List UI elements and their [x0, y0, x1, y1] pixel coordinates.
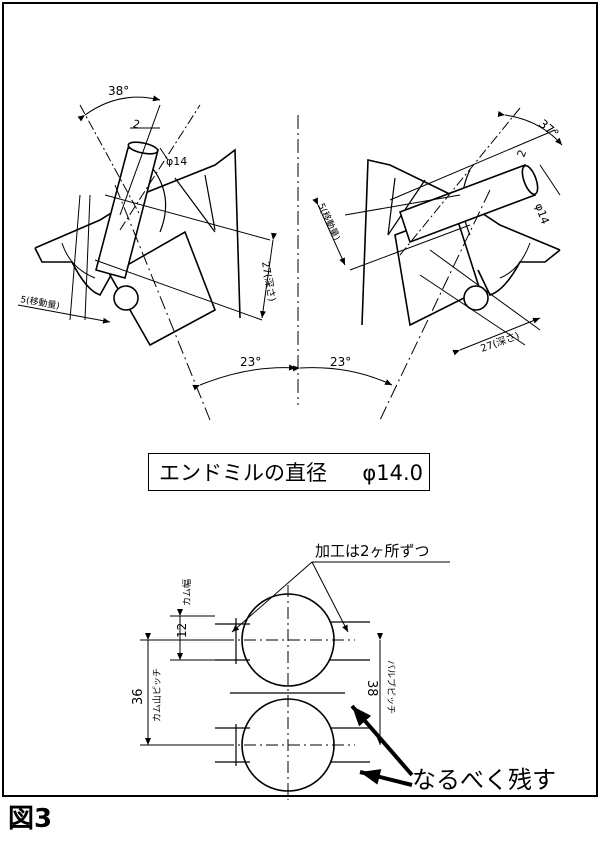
- valve-view: [140, 561, 450, 800]
- right-angle-label: 37°: [536, 117, 561, 141]
- valve-pitch-value: 38: [364, 680, 379, 697]
- endmill-diameter-box: エンドミルの直径 φ14.0: [148, 453, 430, 491]
- cam-width-label: カム幅: [181, 579, 193, 606]
- machining-note: 加工は2ヶ所ずつ: [315, 542, 430, 560]
- right-diameter-label: φ14: [532, 202, 551, 226]
- right-depth-label: 27(深さ): [479, 330, 521, 355]
- endmill-diameter-label: エンドミルの直径: [159, 461, 327, 485]
- drawing-frame: [2, 2, 598, 797]
- leave-note: なるべく残す: [412, 766, 556, 794]
- left-endmill: [95, 141, 160, 279]
- left-offset-label: 2: [132, 117, 142, 131]
- tilt-right-label: 23°: [330, 355, 351, 369]
- figure-label: 図3: [8, 804, 53, 834]
- cam-pitch-label: カム山ピッチ: [152, 668, 163, 722]
- right-endmill: [398, 163, 539, 244]
- cam-width-value: 12: [175, 623, 189, 638]
- tilt-left-label: 23°: [240, 355, 261, 369]
- left-diameter-label: φ14: [166, 155, 187, 168]
- cam-pitch-value: 36: [131, 688, 146, 705]
- left-angle-label: 38°: [108, 84, 129, 98]
- valve-pitch-label: バルブピッチ: [385, 660, 397, 714]
- right-move-label: 5(移動量): [315, 201, 343, 242]
- endmill-diameter-value: φ14.0: [362, 461, 423, 485]
- left-depth-label: 27(深さ): [259, 260, 278, 302]
- right-offset-label: 2: [515, 148, 530, 159]
